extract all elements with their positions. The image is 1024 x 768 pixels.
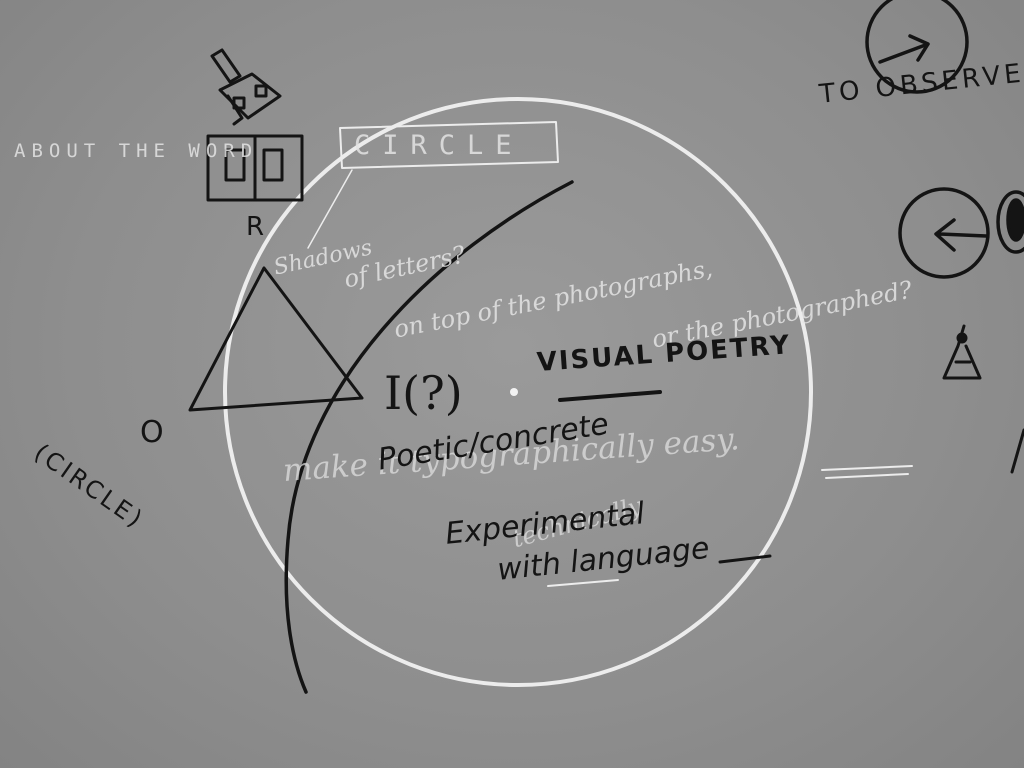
i-question-label: I(?) <box>384 366 463 420</box>
black-curve <box>284 180 574 694</box>
large-white-circle <box>223 97 813 687</box>
easy-underline <box>821 465 913 479</box>
triangle <box>188 266 364 412</box>
with-language-stroke <box>718 554 772 564</box>
lamp-drawing <box>210 48 282 126</box>
about-the-word-label: ABOUT THE WORD <box>14 140 259 162</box>
window-drawing <box>206 134 304 202</box>
o-label: O <box>140 415 164 450</box>
observer-circle-icon <box>865 0 969 94</box>
visual-underline <box>558 390 662 402</box>
technically-underline <box>547 579 619 587</box>
edge-stroke <box>1010 428 1024 474</box>
eye-circle-icon <box>898 187 1024 279</box>
pointer-line <box>307 169 353 249</box>
r-label: R <box>246 212 265 242</box>
circle-word-box <box>339 121 559 169</box>
center-dot <box>510 388 518 396</box>
circle-word: CIRCLE <box>354 130 524 161</box>
flask-figure-icon <box>942 324 982 380</box>
